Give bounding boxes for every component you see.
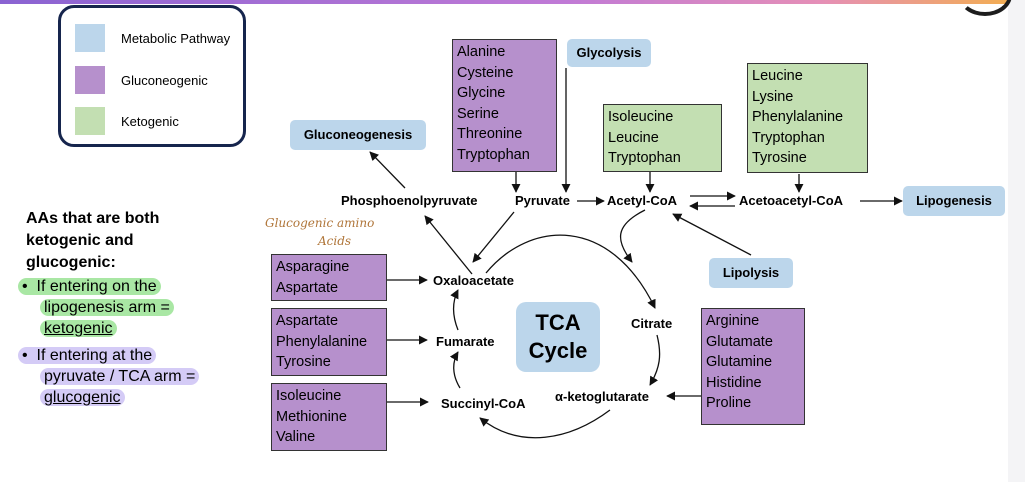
pathway-glycolysis: Glycolysis [567,39,651,67]
node-fumarate: Fumarate [436,334,495,349]
arrow-acetylcoa-into-tca [619,209,646,263]
legend-label: Gluconeogenic [121,72,208,88]
arrow-aketoglutarate-to-succinylcoa [479,409,611,439]
side-note-title-line: AAs that are both [26,210,160,227]
aa-item: Valine [276,429,316,445]
legend: Metabolic Pathway Gluconeogenic Ketogeni… [58,5,246,147]
node-succinyl-coa: Succinyl-CoA [441,396,526,411]
aa-item: Lysine [752,88,794,105]
node-citrate: Citrate [631,316,673,331]
node-phosphoenolpyruvate: Phosphoenolpyruvate [341,193,478,208]
aa-item: Serine [457,105,499,122]
side-note-bullet-2: • If entering at the pyruvate / TCA arm … [18,345,200,408]
bullet-dot: • [22,278,28,295]
node-acetyl-coa: Acetyl-CoA [607,193,678,208]
node-pyruvate: Pyruvate [515,193,570,208]
aa-item: Cysteine [457,64,514,81]
aa-item: Proline [706,395,752,411]
legend-swatch-purple [75,66,105,94]
arrow-fumarate-to-oxaloacetate [450,289,459,331]
side-note-title: AAs that are both ketogenic and glucogen… [26,208,159,274]
bullet-2-text: If entering at the [36,347,153,364]
arrow-oxaloacetate-to-citrate [485,234,656,309]
aa-item: Leucine [608,129,659,146]
aa-item: Arginine [706,313,760,329]
bullet-2-line: pyruvate / TCA arm = [40,368,200,385]
legend-item-gluconeogenic: Gluconeogenic [75,66,208,94]
bullet-1-line: lipogenesis arm = [40,299,174,316]
aa-item: Leucine [752,68,803,84]
pathway-lipogenesis: Lipogenesis [903,186,1005,216]
tca-line2: Cycle [528,338,588,363]
bullet-2-term: glucogenic [40,389,125,406]
arrow-citrate-to-aketoglutarate [649,334,661,386]
aa-box-to-acetoacetyl-coa: Leucine Lysine Phenylalanine Tryptophan … [747,63,868,173]
aa-item: Asparagine [276,259,350,275]
legend-label: Ketogenic [121,113,179,129]
node-a-ketoglutarate: α-ketoglutarate [555,389,649,404]
handwritten-label-line2: Acids [318,234,352,248]
aa-box-to-fumarate: Aspartate Phenylalanine Tyrosine [271,308,387,376]
legend-item-metabolic-pathway: Metabolic Pathway [75,24,230,52]
bullet-2-line: • If entering at the [18,347,157,364]
aa-item: Isoleucine [608,109,674,125]
aa-item: Tyrosine [276,354,331,370]
top-accent-bar [0,0,1025,4]
bullet-dot: • [22,347,28,364]
aa-box-to-pyruvate: Alanine Cysteine Glycine Serine Threonin… [452,39,557,172]
aa-item: Aspartate [276,313,339,329]
aa-item: Tryptophan [752,129,825,146]
legend-swatch-green [75,107,105,135]
aa-item: Glutamine [706,354,773,370]
node-acetoacetyl-coa: Acetoacetyl-CoA [739,193,844,208]
aa-item: Tryptophan [457,146,530,163]
legend-item-ketogenic: Ketogenic [75,107,179,135]
side-note-bullet-1: • If entering on the lipogenesis arm = k… [18,276,174,339]
aa-item: Tryptophan [608,150,681,166]
pathway-lipolysis: Lipolysis [709,258,793,288]
tca-cycle-label: TCA Cycle [516,302,600,372]
legend-swatch-blue [75,24,105,52]
handwritten-label-line1: Glucogenic amino [265,216,375,230]
aa-item: Phenylalanine [276,333,368,350]
arrow-succinylcoa-to-fumarate [449,351,461,389]
aa-item: Isoleucine [276,388,342,404]
aa-item: Glycine [457,85,506,101]
bullet-1-line: • If entering on the [18,278,161,295]
aa-box-to-a-ketoglutarate: Arginine Glutamate Glutamine Histidine P… [701,308,805,425]
aa-item: Histidine [706,374,762,391]
arrow-pep-to-gluconeogenesis [369,151,406,189]
aa-item: Tyrosine [752,150,807,166]
side-note-title-line: glucogenic: [26,254,116,271]
bullet-1-text: If entering on the [36,278,157,295]
aa-item: Alanine [457,44,506,60]
tca-line1: TCA [535,310,581,335]
arrow-lipolysis-to-acetylcoa [672,213,752,256]
bullet-1-term: ketogenic [40,320,117,337]
aa-box-to-oxaloacetate: Asparagine Aspartate [271,254,387,301]
aa-item: Aspartate [276,279,339,296]
right-scroll-edge [1008,0,1025,482]
aa-item: Methionine [276,408,347,425]
pathway-gluconeogenesis: Gluconeogenesis [290,120,426,150]
aa-item: Glutamate [706,333,773,350]
legend-label: Metabolic Pathway [121,30,231,46]
aa-item: Threonine [457,126,523,142]
node-oxaloacetate: Oxaloacetate [433,273,514,288]
aa-box-to-acetyl-coa: Isoleucine Leucine Tryptophan [603,104,722,172]
aa-item: Phenylalanine [752,109,844,125]
aa-box-to-succinyl-coa: Isoleucine Methionine Valine [271,383,387,451]
arrow-pyruvate-to-oxaloacetate [472,211,515,263]
arrow-oxaloacetate-to-pep [424,215,473,275]
side-note-title-line: ketogenic and [26,232,134,249]
